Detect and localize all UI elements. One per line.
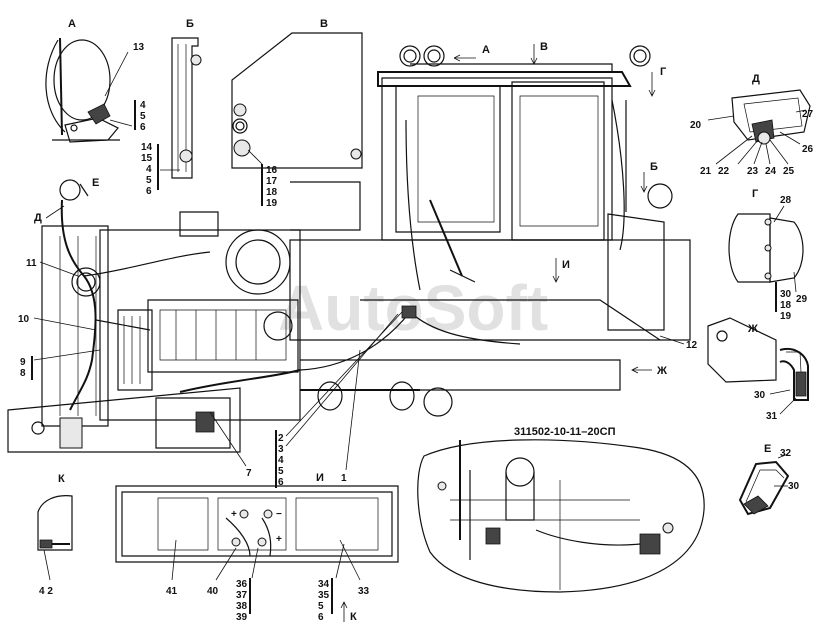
callout-20: 20: [690, 120, 702, 131]
view-a-label: А: [68, 18, 76, 30]
callout-9: 9: [20, 357, 26, 368]
callout-32: 32: [780, 448, 792, 459]
view-a-arrow-label: А: [482, 44, 490, 56]
battery-box: [115, 485, 399, 614]
inset-view: [417, 439, 705, 593]
callout-2: 2: [278, 433, 284, 444]
callout-18: 18: [266, 187, 278, 198]
callout-38: 38: [236, 601, 248, 612]
callout-33: 33: [358, 586, 370, 597]
callout-36: 36: [236, 579, 248, 590]
view-k-label: К: [58, 473, 65, 485]
view-e: Е: [738, 443, 790, 516]
view-b: Б: [157, 18, 202, 190]
callout-39: 39: [236, 612, 248, 623]
callout-4: 4: [140, 100, 146, 111]
view-d-label: Д: [752, 73, 760, 85]
view-v: В: [231, 18, 363, 206]
callout-1: 1: [341, 473, 347, 484]
callout-16: 16: [266, 165, 278, 176]
tractor-assembly: [7, 45, 691, 453]
callout-17: 17: [266, 176, 278, 187]
view-g: Г: [728, 188, 804, 312]
callout-30: 30: [780, 289, 792, 300]
callout-12: 12: [686, 340, 698, 351]
callout-30b: 30: [754, 390, 766, 401]
callout-6b: 6: [146, 186, 152, 197]
view-zh-arrow-label: Ж: [656, 365, 667, 377]
callout-15: 15: [141, 153, 153, 164]
callout-6d: 6: [318, 612, 324, 623]
callout-4b: 4: [146, 164, 152, 175]
view-a: А: [45, 18, 136, 143]
polarity-minus: −: [276, 509, 282, 520]
callout-42: 4 2: [39, 586, 53, 597]
callout-8: 8: [20, 368, 26, 379]
callout-6: 6: [140, 122, 146, 133]
view-b-label: Б: [186, 18, 194, 30]
callout-23: 23: [747, 166, 759, 177]
callout-4c: 4: [278, 455, 284, 466]
view-v-arrow-label: В: [540, 41, 548, 53]
callout-28: 28: [780, 195, 792, 206]
callout-5: 5: [140, 111, 146, 122]
polarity-plus-right: +: [276, 534, 282, 545]
callout-34: 34: [318, 579, 330, 590]
view-e-label: Е: [764, 443, 771, 455]
callout-19: 19: [266, 198, 278, 209]
view-b-arrow-label: Б: [650, 161, 658, 173]
callout-41: 41: [166, 586, 178, 597]
callout-13: 13: [133, 42, 145, 53]
callout-5c: 5: [278, 466, 284, 477]
view-k-arrow-label: К: [350, 611, 357, 623]
view-zh: Ж: [707, 317, 809, 415]
callout-22: 22: [718, 166, 730, 177]
callout-31: 31: [766, 411, 778, 422]
callout-26: 26: [802, 144, 814, 155]
callout-5d: 5: [318, 601, 324, 612]
callout-5b: 5: [146, 175, 152, 186]
polarity-plus-left: +: [231, 509, 237, 520]
view-v-label: В: [320, 18, 328, 30]
callout-18b: 18: [780, 300, 792, 311]
callout-21: 21: [700, 166, 712, 177]
view-g-arrow-label: Г: [660, 66, 667, 78]
callout-10: 10: [18, 314, 30, 325]
callout-29: 29: [796, 294, 808, 305]
view-g-label: Г: [752, 188, 759, 200]
callout-3: 3: [278, 444, 284, 455]
callout-30c: 30: [788, 481, 800, 492]
view-k: К: [37, 473, 73, 581]
callout-19b: 19: [780, 311, 792, 322]
callout-27: 27: [802, 109, 814, 120]
view-e-arrow-label: Е: [92, 177, 99, 189]
view-i-arrow-label: И: [562, 259, 570, 271]
callout-35: 35: [318, 590, 330, 601]
callout-25: 25: [783, 166, 795, 177]
view-d-arrow-label: Д: [34, 212, 42, 224]
callout-6c: 6: [278, 477, 284, 488]
view-d: Д: [707, 73, 811, 165]
view-i-label: И: [316, 472, 324, 484]
callout-14: 14: [141, 142, 153, 153]
callout-37: 37: [236, 590, 248, 601]
callout-40: 40: [207, 586, 219, 597]
document-code: 311502-10-11–20СП: [514, 426, 616, 438]
callout-24: 24: [765, 166, 777, 177]
callout-7: 7: [246, 468, 252, 479]
callout-11: 11: [26, 258, 37, 269]
